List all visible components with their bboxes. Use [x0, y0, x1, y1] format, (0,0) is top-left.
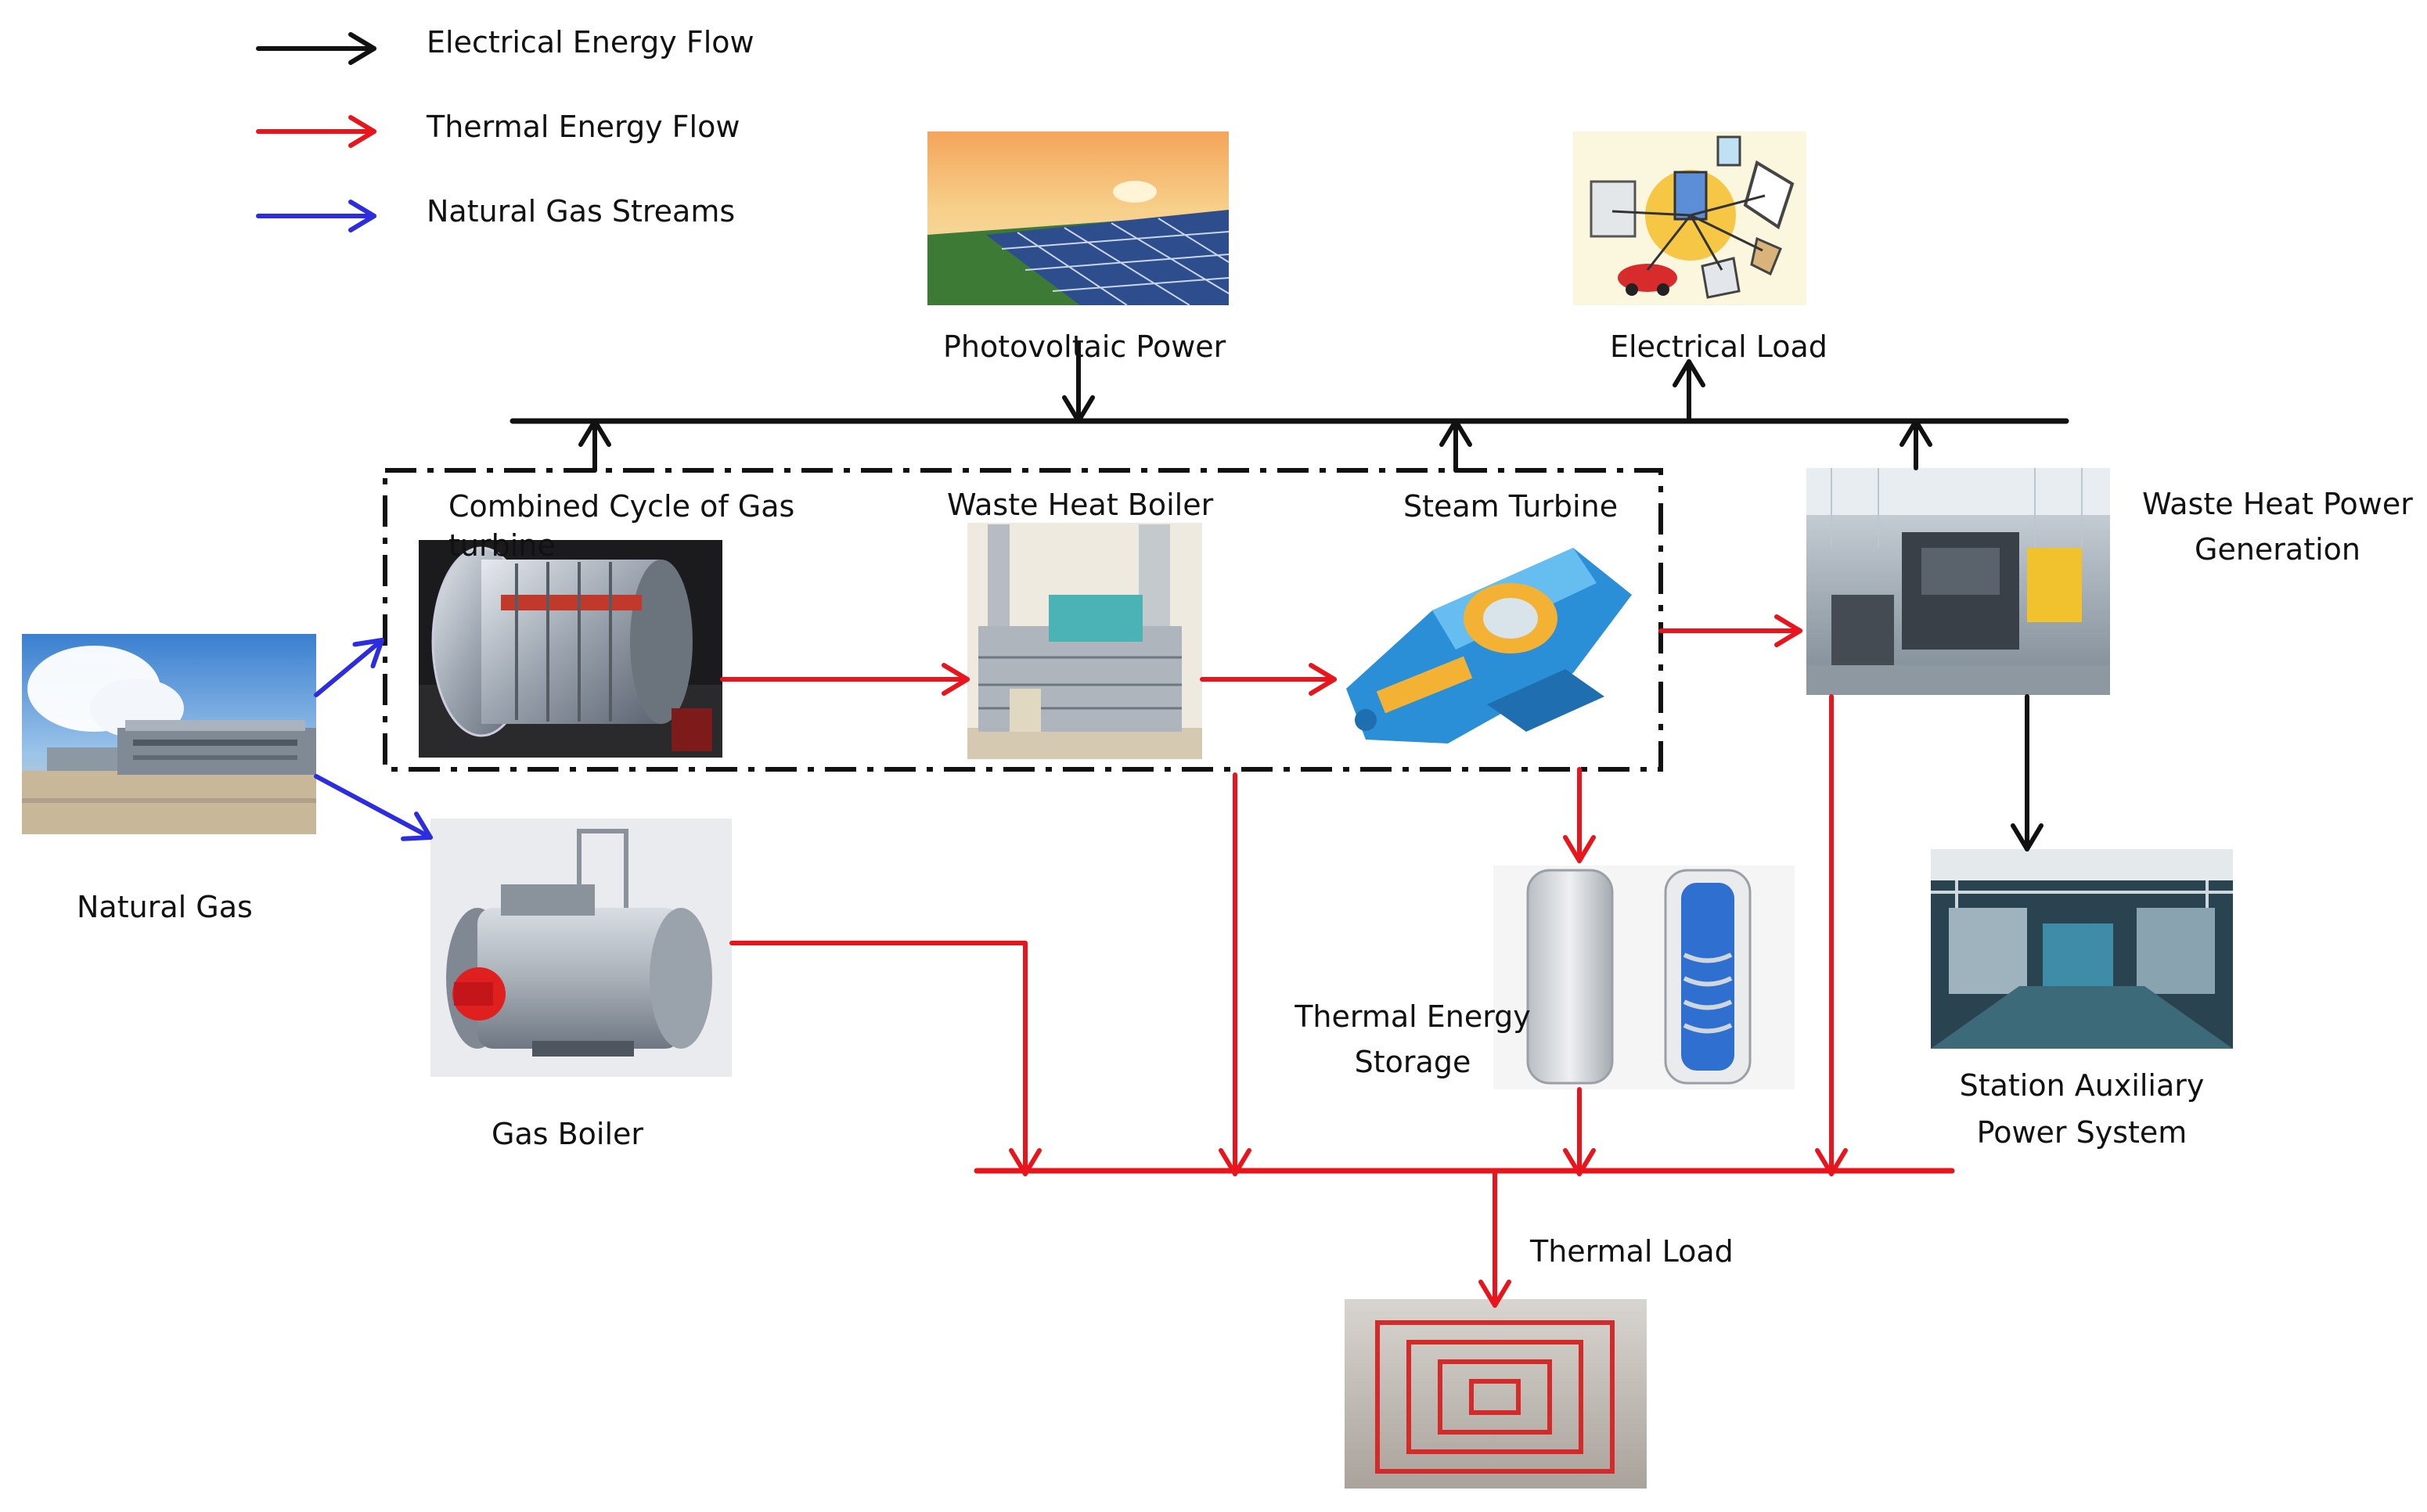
arrow-whb-to-bus-head [1219, 1148, 1251, 1176]
label-waste-heat-power-line1: Waste Heat Power [2142, 487, 2413, 521]
label-gas-boiler: Gas Boiler [492, 1117, 644, 1151]
label-waste-heat-power-line2: Generation [2195, 532, 2360, 567]
arrow-bus-to-electrical-load-head [1673, 359, 1705, 387]
label-electrical-load: Electrical Load [1610, 329, 1827, 364]
thermal-storage-tank-photo [1493, 866, 1795, 1089]
label-thermal-storage-line1: Thermal Energy [1295, 999, 1531, 1034]
arrow-turbine-to-whb-head [942, 663, 970, 696]
label-station-aux-line2: Power System [1976, 1115, 2188, 1150]
arrow-gas-to-boiler-seg [314, 774, 433, 840]
arrow-whp-to-bus-thermal-head [1815, 1148, 1848, 1176]
energy-flow-lines [256, 32, 2069, 1308]
legend-arrow-thermal-head [348, 115, 376, 148]
legend-arrow-gas-head [348, 200, 376, 232]
arrow-gas-to-boiler-head [401, 811, 433, 841]
label-thermal-load: Thermal Load [1530, 1234, 1734, 1269]
arrow-whb-to-steam-turbine-head [1309, 663, 1337, 696]
label-thermal-storage-line2: Storage [1354, 1045, 1471, 1079]
legend-label-gas: Natural Gas Streams [427, 194, 736, 229]
electrical-appliances-icon [1573, 131, 1806, 305]
arrow-steam-turbine-to-bus-head [1439, 419, 1472, 447]
industrial-facility-photo [1931, 849, 2233, 1049]
arrow-gas-turbine-to-bus-head [578, 419, 611, 447]
arrow-whp-to-station-aux-head [2011, 823, 2044, 851]
label-steam-turbine: Steam Turbine [1403, 489, 1619, 524]
arrow-gas-to-turbine-head [352, 638, 384, 669]
legend-arrow-electrical-head [348, 32, 376, 65]
waste-heat-boiler-photo [967, 523, 1202, 759]
label-photovoltaic-power: Photovoltaic Power [943, 329, 1226, 364]
label-station-aux-line1: Station Auxiliary [1959, 1068, 2205, 1103]
arrow-gas-boiler-to-bus-head [1009, 1148, 1042, 1176]
natural-gas-plant-photo [22, 634, 316, 834]
label-gas-turbine: Combined Cycle of Gas turbine [448, 489, 795, 563]
arrow-gas-to-turbine-seg [314, 638, 384, 697]
solar-panel-photo [927, 131, 1230, 306]
arrow-storage-to-bus-head [1563, 1148, 1596, 1176]
legend-label-electrical: Electrical Energy Flow [427, 25, 754, 59]
arrow-steam-turbine-to-storage-head [1563, 835, 1596, 863]
legend-label-thermal: Thermal Energy Flow [427, 110, 740, 144]
steam-turbine-photo [1346, 548, 1632, 743]
ccgt-dashed-boundary [383, 468, 1663, 772]
arrow-bus-to-thermal-load-head [1478, 1280, 1511, 1308]
label-natural-gas: Natural Gas [77, 890, 253, 924]
waste-heat-power-photo [1806, 468, 2110, 695]
arrow-steam-turbine-to-whp-head [1774, 614, 1802, 647]
gas-boiler-photo [430, 819, 732, 1077]
arrow-whp-to-bus-head [1899, 419, 1932, 447]
floor-heating-photo [1345, 1299, 1647, 1489]
arrow-pv-to-bus-head [1062, 395, 1095, 423]
gas-turbine-photo [419, 540, 722, 758]
label-waste-heat-boiler: Waste Heat Boiler [947, 488, 1214, 522]
